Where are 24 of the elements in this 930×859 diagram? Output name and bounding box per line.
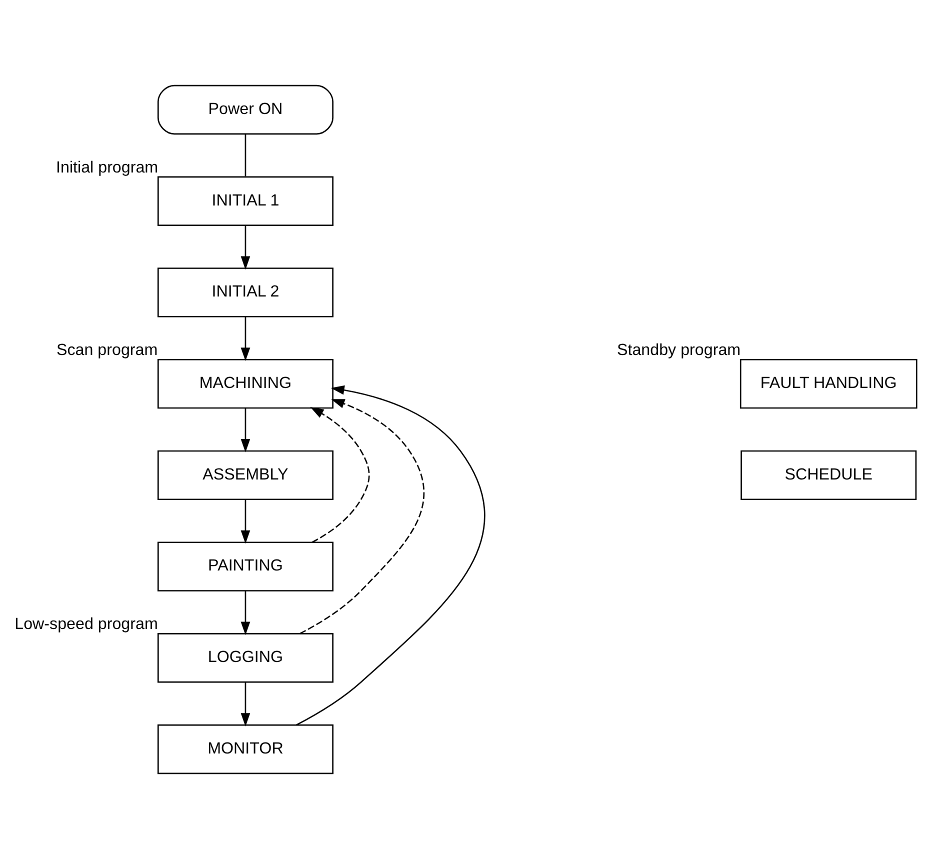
node-label: Scan program xyxy=(56,341,158,360)
arrow xyxy=(240,226,250,270)
node-label: Low-speed program xyxy=(14,615,158,634)
arrow xyxy=(240,500,250,544)
arrow xyxy=(240,682,250,727)
node-box: INITIAL 1 xyxy=(156,176,333,226)
node-box: SCHEDULE xyxy=(740,450,916,500)
node-box: ASSEMBLY xyxy=(156,450,333,500)
arrow xyxy=(240,591,250,636)
arrow xyxy=(240,317,250,362)
node-box: LOGGING xyxy=(156,633,333,683)
node-label: Initial program xyxy=(56,158,158,176)
node-box: MACHINING xyxy=(156,358,333,409)
arrow xyxy=(296,385,485,726)
arrow xyxy=(310,407,370,543)
node-box: PAINTING xyxy=(156,542,333,592)
node-box: Power ON xyxy=(156,84,333,135)
node-label: Standby program xyxy=(616,341,740,360)
node-box: MONITOR xyxy=(156,724,333,774)
node-box: FAULT HANDLING xyxy=(739,358,917,409)
connector xyxy=(244,134,246,176)
arrow xyxy=(240,408,250,452)
node-box: INITIAL 2 xyxy=(156,268,333,318)
arrow xyxy=(299,399,424,634)
